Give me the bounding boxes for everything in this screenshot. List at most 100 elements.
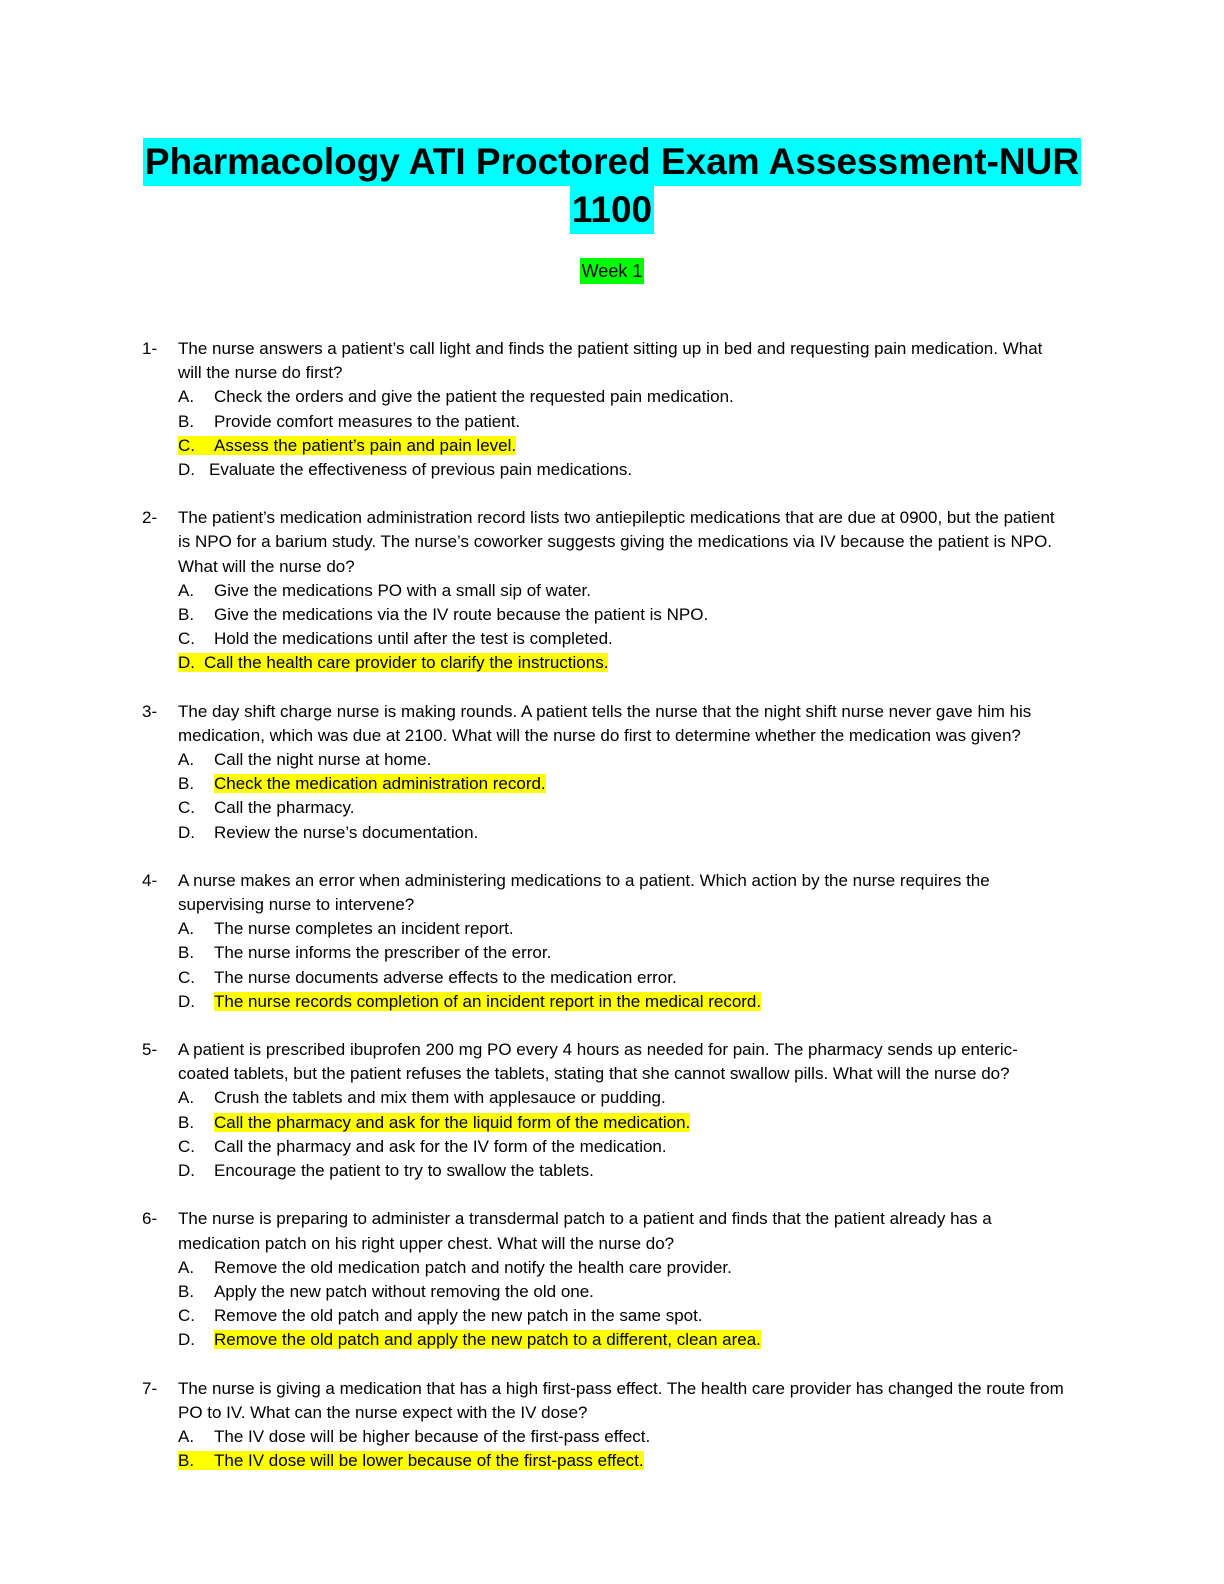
option-text: Assess the patient’s pain and pain level… <box>214 435 517 455</box>
option-text: The nurse informs the prescriber of the … <box>214 943 552 963</box>
option-a: A. Call the night nurse at home. <box>178 748 1224 772</box>
option-text: The nurse completes an incident report. <box>214 919 514 939</box>
option-c-correct: C. Assess the patient’s pain and pain lev… <box>178 434 1224 458</box>
option-text: Review the nurse’s documentation. <box>214 822 479 842</box>
question-list: 1- The nurse answers a patient’s call li… <box>0 337 1224 1497</box>
question-stem: A patient is prescribed ibuprofen 200 mg… <box>178 1040 1018 1084</box>
question-stem: The nurse answers a patient’s call light… <box>178 339 1043 383</box>
option-a: A. Check the orders and give the patient … <box>178 385 1224 409</box>
week-label-wrap: Week 1 <box>0 258 1224 284</box>
option-text: Check the medication administration reco… <box>214 774 546 794</box>
option-a: A. Remove the old medication patch and no… <box>178 1256 1224 1280</box>
question-3: 3- The day shift charge nurse is making … <box>0 700 1224 845</box>
question-4: 4- A nurse makes an error when administe… <box>0 869 1224 1014</box>
option-b-correct: B. Check the medication administration re… <box>178 772 1224 796</box>
question-number: 5- <box>142 1040 158 1060</box>
option-text: Encourage the patient to try to swallow … <box>214 1161 594 1181</box>
option-d: D. Evaluate the effectiveness of previous… <box>178 458 1224 482</box>
question-number: 3- <box>142 701 158 721</box>
option-b-correct: B. The IV dose will be lower because of t… <box>178 1449 1224 1473</box>
option-text: Evaluate the effectiveness of previous p… <box>209 460 633 480</box>
question-7: 7- The nurse is giving a medication that… <box>0 1377 1224 1474</box>
option-b: B. Provide comfort measures to the patien… <box>178 410 1224 434</box>
document-title: Pharmacology ATI Proctored Exam Assessme… <box>0 138 1224 234</box>
option-c: C. Remove the old patch and apply the new… <box>178 1304 1224 1328</box>
option-letter: B. <box>178 1451 195 1471</box>
option-c: C.The nurse documents adverse effects to… <box>178 966 1224 990</box>
option-letter: B. <box>178 1281 195 1301</box>
option-text: The nurse records completion of an incid… <box>214 991 762 1011</box>
option-b: B. Apply the new patch without removing t… <box>178 1280 1224 1304</box>
option-letter: A. <box>178 387 195 407</box>
option-letter: D. <box>178 460 195 480</box>
question-number: 7- <box>142 1378 158 1398</box>
title-line-2: 1100 <box>569 186 655 234</box>
option-letter: B. <box>178 411 195 431</box>
option-letter: B. <box>178 943 195 963</box>
option-letter: C. <box>178 629 195 649</box>
option-letter: A. <box>178 1257 195 1277</box>
option-text: Remove the old medication patch and noti… <box>214 1257 732 1277</box>
option-letter: D. <box>178 822 195 842</box>
title-line-1: Pharmacology ATI Proctored Exam Assessme… <box>142 138 1082 186</box>
option-text: Check the orders and give the patient th… <box>214 387 734 407</box>
question-2: 2- The patient’s medication administrati… <box>0 506 1224 675</box>
option-text: Hold the medications until after the tes… <box>214 629 613 649</box>
option-text: The IV dose will be higher because of th… <box>214 1426 651 1446</box>
option-a: A. The IV dose will be higher because of … <box>178 1425 1224 1449</box>
option-letter: D. <box>178 653 195 673</box>
question-1: 1- The nurse answers a patient’s call li… <box>0 337 1224 482</box>
option-letter: A. <box>178 750 195 770</box>
option-letter: D. <box>178 1330 195 1350</box>
option-text: Call the health care provider to clarify… <box>204 653 609 673</box>
option-letter: C. <box>178 435 195 455</box>
option-text: Call the pharmacy and ask for the liquid… <box>214 1112 691 1132</box>
option-b: B. Give the medications via the IV route … <box>178 603 1224 627</box>
option-letter: C. <box>178 967 195 987</box>
option-d-correct: D.Remove the old patch and apply the new… <box>178 1328 1224 1352</box>
option-text: Give the medications PO with a small sip… <box>214 580 591 600</box>
option-text: Apply the new patch without removing the… <box>214 1281 594 1301</box>
option-d-correct: D. Call the health care provider to clari… <box>178 651 1224 675</box>
question-6: 6- The nurse is preparing to administer … <box>0 1207 1224 1352</box>
question-stem: The patient’s medication administration … <box>178 508 1055 576</box>
option-text: Remove the old patch and apply the new p… <box>214 1306 703 1326</box>
option-d-correct: D. The nurse records completion of an inc… <box>178 990 1224 1014</box>
option-a: A.Give the medications PO with a small s… <box>178 579 1224 603</box>
question-number: 6- <box>142 1209 158 1229</box>
option-a: A. The nurse completes an incident report… <box>178 917 1224 941</box>
option-c: C. Hold the medications until after the t… <box>178 627 1224 651</box>
question-stem: The nurse is giving a medication that ha… <box>178 1378 1064 1422</box>
option-text: Call the pharmacy and ask for the IV for… <box>214 1136 667 1156</box>
option-text: Give the medications via the IV route be… <box>214 605 709 625</box>
option-text: The IV dose will be lower because of the… <box>214 1451 644 1471</box>
option-text: Call the pharmacy. <box>214 798 355 818</box>
option-b: B. The nurse informs the prescriber of th… <box>178 941 1224 965</box>
question-stem: The day shift charge nurse is making rou… <box>178 701 1032 745</box>
option-letter: A. <box>178 1088 195 1108</box>
question-number: 2- <box>142 508 158 528</box>
option-letter: B. <box>178 774 195 794</box>
question-5: 5- A patient is prescribed ibuprofen 200… <box>0 1038 1224 1183</box>
question-number: 4- <box>142 870 158 890</box>
option-d: D. Review the nurse’s documentation. <box>178 821 1224 845</box>
question-stem: A nurse makes an error when administerin… <box>178 870 990 915</box>
option-letter: D. <box>178 991 195 1011</box>
option-letter: A. <box>178 919 195 939</box>
option-c: C. Call the pharmacy. <box>178 796 1224 820</box>
option-letter: A. <box>178 1426 195 1446</box>
option-letter: C. <box>178 1306 195 1326</box>
option-letter: B. <box>178 605 195 625</box>
option-b-correct: B. Call the pharmacy and ask for the liqu… <box>178 1111 1224 1135</box>
option-d: D. Encourage the patient to try to swallo… <box>178 1159 1224 1183</box>
option-text: Call the night nurse at home. <box>214 750 432 770</box>
option-text: Provide comfort measures to the patient. <box>214 411 521 431</box>
week-label: Week 1 <box>579 258 645 284</box>
question-stem: The nurse is preparing to administer a t… <box>178 1209 992 1253</box>
option-letter: C. <box>178 1136 195 1156</box>
option-letter: C. <box>178 798 195 818</box>
option-letter: D. <box>178 1161 195 1181</box>
option-letter: B. <box>178 1112 195 1132</box>
question-number: 1- <box>142 339 158 358</box>
option-a: A.Crush the tablets and mix them with ap… <box>178 1086 1224 1110</box>
